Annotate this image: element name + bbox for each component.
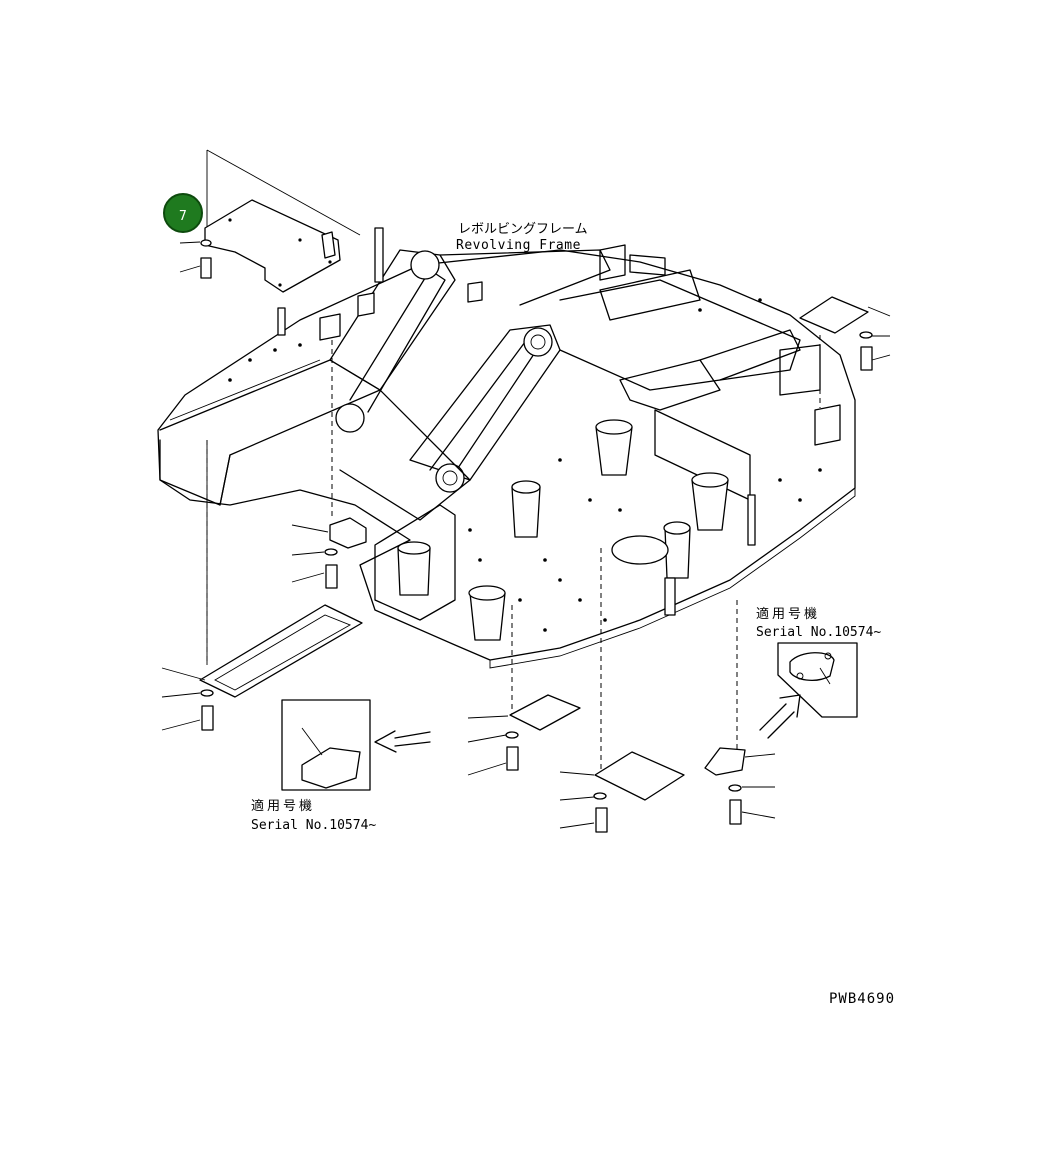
- right-small-cover: [704, 747, 776, 825]
- top-right-cover-plate: [799, 296, 891, 371]
- callout-badge-7[interactable]: 7: [163, 193, 203, 233]
- center-cover-plate-1: [467, 694, 581, 776]
- right-detail-box: [759, 642, 858, 739]
- drawing-number: PWB4690: [829, 991, 895, 1007]
- left-washer-bolt-top: [179, 239, 212, 279]
- revolving-frame: [157, 227, 856, 669]
- assembly-lines: [206, 149, 821, 773]
- underside-cover-long: [161, 604, 363, 731]
- applicable-right-en: Serial No.10574~: [756, 625, 881, 640]
- front-cover-plate: [291, 517, 367, 589]
- deck-bolt-holes: [228, 298, 822, 632]
- applicable-left-jp: 適用号機: [251, 798, 315, 814]
- center-cover-plate-2: [559, 751, 685, 833]
- left-detail-box: [281, 699, 431, 791]
- frame-label-jp: レボルビングフレーム: [458, 222, 588, 237]
- frame-label-en: Revolving Frame: [456, 238, 581, 253]
- applicable-left-en: Serial No.10574~: [251, 818, 376, 833]
- callout-number: 7: [179, 209, 187, 224]
- applicable-right-jp: 適用号機: [756, 606, 820, 622]
- top-left-cover-plate: [204, 199, 341, 293]
